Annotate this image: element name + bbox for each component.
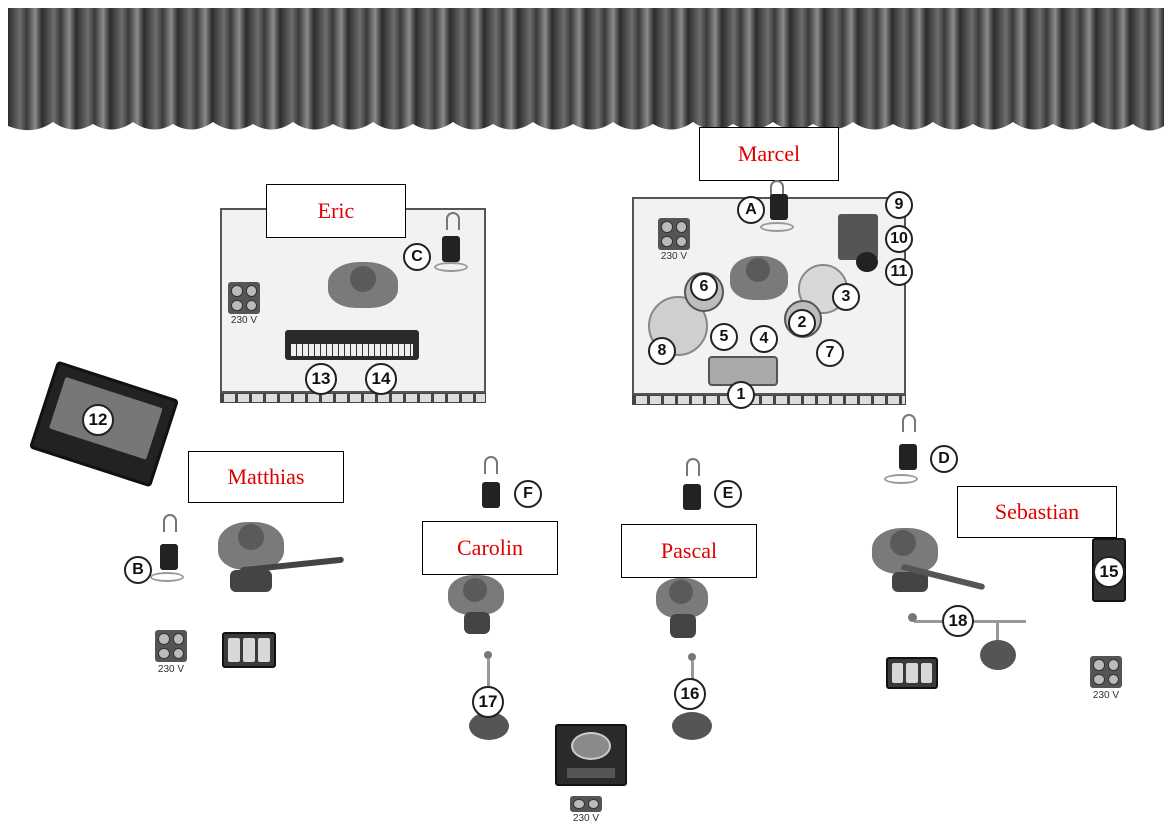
kick-drum-icon (708, 356, 778, 386)
stage-curtain (8, 8, 1164, 131)
callout-8: 8 (648, 337, 676, 365)
cable-icon (760, 222, 794, 232)
callout-a: A (737, 196, 765, 224)
callout-6: 6 (690, 273, 718, 301)
name-label-pascal: Pascal (621, 524, 757, 578)
callout-7: 7 (816, 339, 844, 367)
callout-2: 2 (788, 309, 816, 337)
singer-carolin-legs (464, 612, 490, 634)
mic-icon (688, 653, 696, 661)
power-outlet-eric (228, 282, 260, 314)
stool-icon (856, 252, 878, 272)
transmitter-pack-icon (770, 194, 788, 220)
power-label-marcel: 230 V (660, 251, 688, 262)
callout-12: 12 (82, 404, 114, 436)
callout-11: 11 (885, 258, 913, 286)
power-outlet-matthias (155, 630, 187, 662)
power-outlet-marcel (658, 218, 690, 250)
callout-16: 16 (674, 678, 706, 710)
singer-pascal-legs (670, 614, 696, 638)
drummer-head (746, 258, 770, 282)
callout-15: 15 (1093, 556, 1125, 588)
power-outlet-sebastian (1090, 656, 1122, 688)
pedalboard-matthias-icon (222, 632, 276, 668)
power-label-eric: 230 V (230, 315, 258, 326)
name-label-marcel: Marcel (699, 127, 839, 181)
singer-carolin-head (463, 578, 487, 602)
callout-b: B (124, 556, 152, 584)
guitarist-head (238, 524, 264, 550)
mic-stand-base-icon (980, 640, 1016, 670)
bassist-head (890, 530, 916, 556)
keyboard-icon (285, 330, 419, 360)
callout-10: 10 (885, 225, 913, 253)
callout-e: E (714, 480, 742, 508)
callout-c: C (403, 243, 431, 271)
mic-stand-pole (691, 660, 694, 682)
callout-17: 17 (472, 686, 504, 718)
keyboard-riser-truss (220, 393, 486, 403)
transmitter-pack-icon (899, 444, 917, 470)
keyboardist-head (350, 266, 376, 292)
callout-3: 3 (832, 283, 860, 311)
name-label-matthias: Matthias (188, 451, 344, 503)
callout-9: 9 (885, 191, 913, 219)
drum-riser-truss (632, 395, 906, 405)
pedalboard-sebastian-icon (886, 657, 938, 689)
transmitter-pack-icon (482, 482, 500, 508)
power-label-monitor: 230 V (572, 813, 600, 824)
name-label-sebastian: Sebastian (957, 486, 1117, 538)
callout-18: 18 (942, 605, 974, 637)
cable-icon (884, 474, 918, 484)
antenna-icon (163, 514, 177, 532)
mic-icon (908, 613, 917, 622)
callout-4: 4 (750, 325, 778, 353)
callout-f: F (514, 480, 542, 508)
cable-icon (434, 262, 468, 272)
name-label-carolin: Carolin (422, 521, 558, 575)
antenna-icon (446, 212, 460, 230)
bassist-legs (892, 572, 928, 592)
callout-d: D (930, 445, 958, 473)
transmitter-pack-icon (442, 236, 460, 262)
mic-stand-pole (487, 658, 490, 688)
transmitter-pack-icon (683, 484, 701, 510)
antenna-icon (770, 180, 784, 198)
guitarist-legs (230, 570, 272, 592)
power-label-sebastian: 230 V (1092, 690, 1120, 701)
mic-stand-pole (996, 620, 999, 644)
transmitter-pack-icon (160, 544, 178, 570)
singer-pascal-head (669, 580, 693, 604)
mic-icon (484, 651, 492, 659)
callout-13: 13 (305, 363, 337, 395)
antenna-icon (686, 458, 700, 476)
callout-1: 1 (727, 381, 755, 409)
mic-stand-base-icon (672, 712, 712, 740)
antenna-icon (484, 456, 498, 474)
antenna-icon (902, 414, 916, 432)
callout-14: 14 (365, 363, 397, 395)
power-label-matthias: 230 V (157, 664, 185, 675)
monitor-speaker-icon (555, 724, 627, 786)
name-label-eric: Eric (266, 184, 406, 238)
cable-icon (150, 572, 184, 582)
callout-5: 5 (710, 323, 738, 351)
power-outlet-monitor (570, 796, 602, 812)
